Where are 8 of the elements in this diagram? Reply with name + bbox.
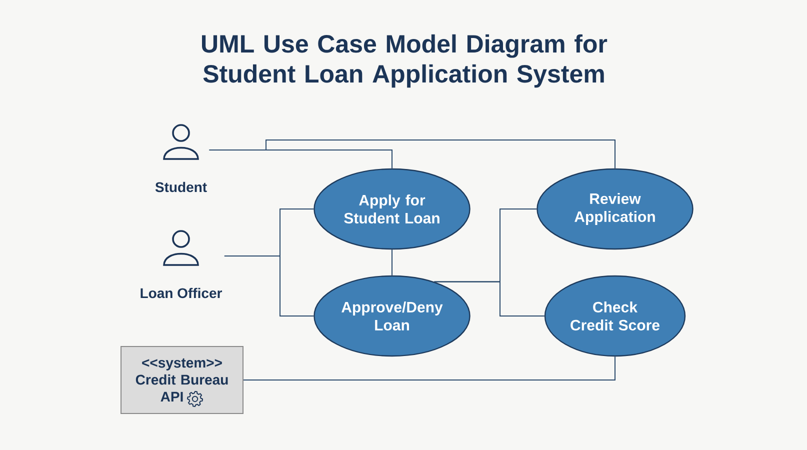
actor-label: Student [155, 182, 207, 192]
connector-line [434, 281, 545, 316]
actor-label: Loan Officer [140, 288, 222, 298]
connector-line [243, 356, 616, 380]
title: UML Use Case Model Diagram for Student Loan Application System [202, 34, 608, 88]
system-box: <<system>> Credit Bureau API [120, 346, 244, 414]
connector-line [208, 140, 616, 169]
connector-line [224, 256, 314, 316]
